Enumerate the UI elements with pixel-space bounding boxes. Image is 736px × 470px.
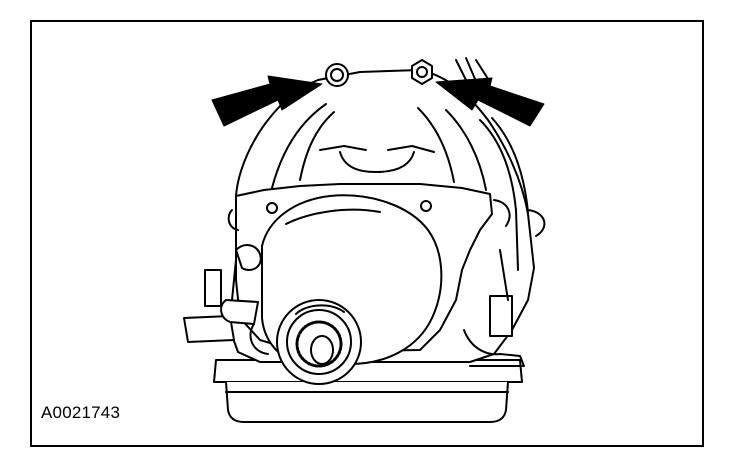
figure-id-label: A0021743 bbox=[41, 403, 121, 422]
bolt-right bbox=[411, 59, 433, 85]
left-side-fittings bbox=[183, 244, 269, 355]
output-shaft bbox=[276, 299, 362, 385]
oil-pan bbox=[213, 359, 523, 423]
bolt-left bbox=[325, 63, 349, 87]
arrow-right-icon bbox=[435, 77, 545, 127]
arrow-left-icon bbox=[211, 75, 323, 127]
right-side-fittings bbox=[463, 249, 525, 367]
